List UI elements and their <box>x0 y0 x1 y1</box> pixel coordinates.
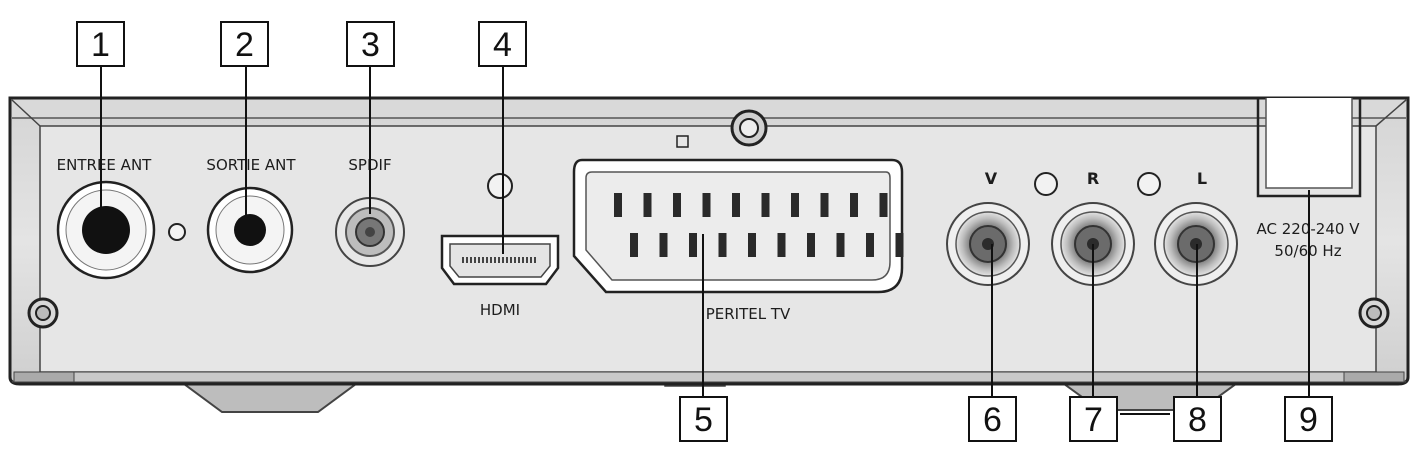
hdmi-label: HDMI <box>480 301 520 319</box>
scart-pin <box>777 233 786 257</box>
scart-pin <box>807 233 815 257</box>
scart-pin <box>879 193 888 217</box>
svg-text:4: 4 <box>493 26 512 64</box>
callout-4: 4 <box>478 21 527 67</box>
svg-text:6: 6 <box>983 401 1002 439</box>
audio-right-label: R <box>1087 169 1099 188</box>
callout-7: 7 <box>1069 396 1118 442</box>
scart-pin <box>791 193 799 217</box>
scart-pin <box>895 233 904 257</box>
scart-pin <box>836 233 845 257</box>
scart-port <box>572 158 904 294</box>
video-rca-port <box>946 202 1030 286</box>
scart-pin <box>866 233 874 257</box>
svg-text:7: 7 <box>1084 401 1103 439</box>
antenna-out-port <box>206 186 294 274</box>
callout-8: 8 <box>1173 396 1222 442</box>
scart-pin <box>614 193 622 217</box>
video-label: V <box>985 169 998 188</box>
callout-2: 2 <box>220 21 269 67</box>
svg-text:1: 1 <box>91 26 110 64</box>
scart-pin <box>702 193 711 217</box>
indicator-hole-3 <box>1137 172 1161 196</box>
scart-pin <box>748 233 756 257</box>
callout-3: 3 <box>346 21 395 67</box>
audio-left-label: L <box>1197 169 1207 188</box>
scart-label: PERITEL TV <box>706 305 791 323</box>
hdmi-port <box>440 234 560 286</box>
hdmi-indicator-hole <box>487 173 513 199</box>
power-cord <box>1256 98 1362 198</box>
callout-6: 6 <box>968 396 1017 442</box>
left-screw <box>27 297 59 329</box>
leader-lines <box>100 66 1310 415</box>
antenna-out-label: SORTIE ANT <box>206 156 296 174</box>
scart-pin <box>820 193 829 217</box>
svg-text:8: 8 <box>1188 401 1207 439</box>
scart-pin <box>732 193 740 217</box>
right-screw <box>1358 297 1390 329</box>
callout-5: 5 <box>679 396 728 442</box>
scart-pin <box>718 233 727 257</box>
antenna-in-label: ENTREE ANT <box>57 156 152 174</box>
scart-pin <box>630 233 638 257</box>
scart-pin <box>761 193 770 217</box>
callout-9: 9 <box>1284 396 1333 442</box>
scart-pin <box>673 193 681 217</box>
scart-pin <box>689 233 697 257</box>
scart-pin <box>643 193 652 217</box>
svg-text:2: 2 <box>235 26 254 64</box>
scart-pin <box>850 193 858 217</box>
indicator-hole <box>168 223 186 241</box>
callout-1: 1 <box>76 21 125 67</box>
svg-text:9: 9 <box>1299 401 1318 439</box>
svg-text:5: 5 <box>694 401 713 439</box>
antenna-in-port <box>56 180 156 280</box>
svg-text:3: 3 <box>361 26 380 64</box>
indicator-hole-2 <box>1034 172 1058 196</box>
scart-pins <box>614 193 904 257</box>
scart-pin <box>659 233 668 257</box>
spdif-port <box>335 197 405 267</box>
